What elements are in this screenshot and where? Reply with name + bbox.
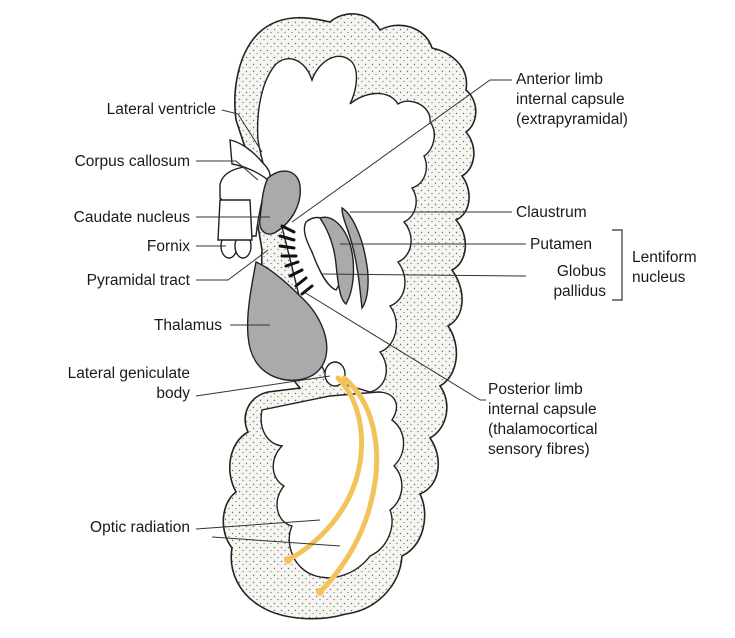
label-putamen: Putamen xyxy=(530,236,592,253)
label-posterior-limb-line4: sensory fibres) xyxy=(488,441,590,458)
label-corpus-callosum: Corpus callosum xyxy=(75,153,190,170)
label-lateral-geniculate-body-line2: body xyxy=(156,385,190,402)
label-fornix: Fornix xyxy=(147,238,190,255)
label-pyramidal-tract: Pyramidal tract xyxy=(87,272,191,289)
label-posterior-limb-line1: Posterior limb xyxy=(488,381,583,398)
label-anterior-limb-line2: internal capsule xyxy=(516,91,625,108)
label-lentiform-nucleus-line1: Lentiform xyxy=(632,249,697,266)
label-caudate-nucleus: Caudate nucleus xyxy=(74,209,191,226)
label-globus-pallidus-line1: Globus xyxy=(557,263,606,280)
label-anterior-limb-line3: (extrapyramidal) xyxy=(516,111,628,128)
optic-radiation-end-2 xyxy=(316,588,324,596)
label-lentiform-nucleus-line2: nucleus xyxy=(632,269,686,286)
label-anterior-limb-line1: Anterior limb xyxy=(516,71,603,88)
label-posterior-limb-line3: (thalamocortical xyxy=(488,421,597,438)
label-globus-pallidus-line2: pallidus xyxy=(553,283,606,300)
label-posterior-limb-line2: internal capsule xyxy=(488,401,597,418)
label-claustrum: Claustrum xyxy=(516,204,587,221)
optic-radiation-end-1 xyxy=(284,556,292,564)
label-optic-radiation: Optic radiation xyxy=(90,519,190,536)
label-thalamus: Thalamus xyxy=(154,317,222,334)
lentiform-brace xyxy=(612,230,622,300)
label-lateral-ventricle: Lateral ventricle xyxy=(107,101,216,118)
label-lateral-geniculate-body-line1: Lateral geniculate xyxy=(68,365,190,382)
septum-shape xyxy=(218,200,252,240)
